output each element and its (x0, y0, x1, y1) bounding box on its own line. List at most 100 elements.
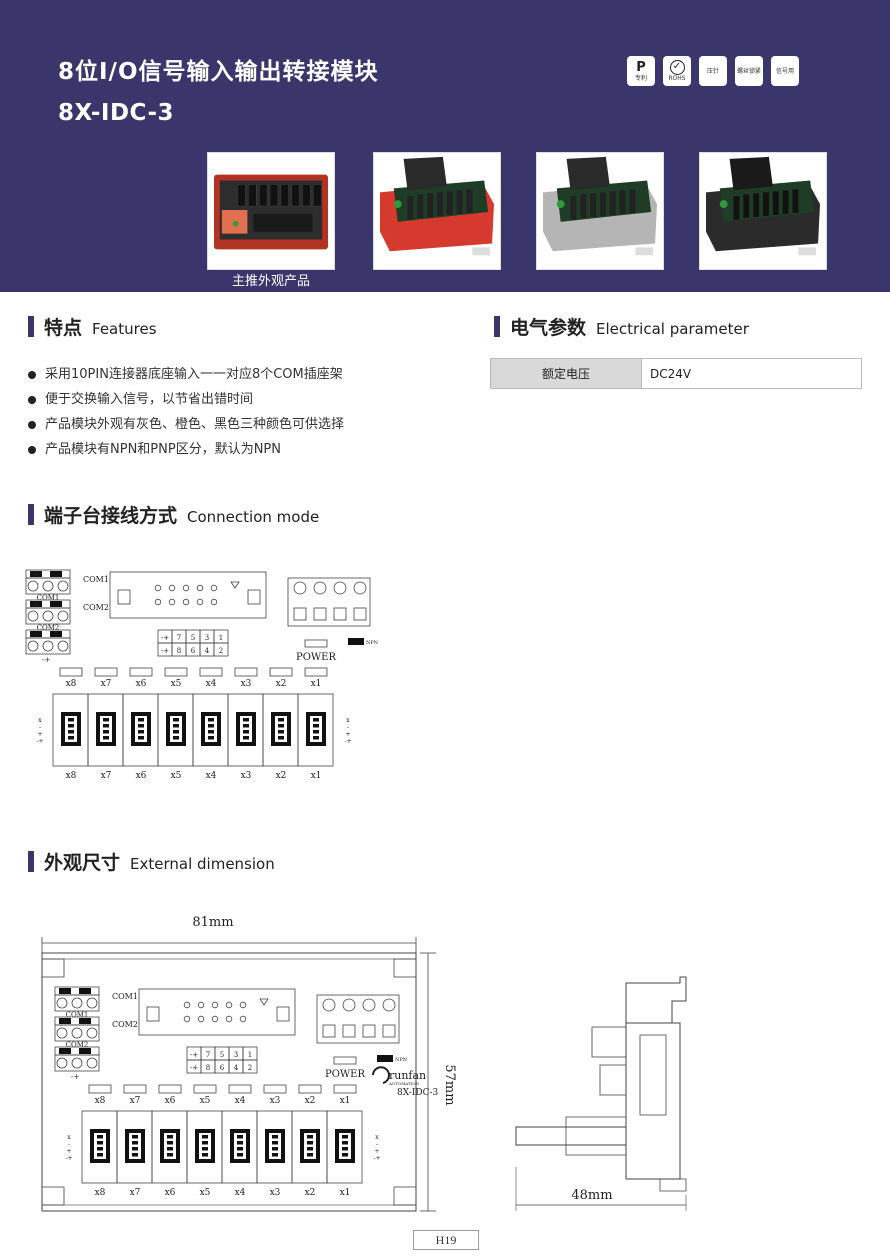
com2-label: COM2 (83, 603, 109, 612)
terminal-body (54, 1024, 100, 1042)
connector-pin (168, 584, 176, 592)
idc-connector (109, 571, 267, 619)
channel-label-bottom: x4 (206, 771, 217, 781)
pin-number: 2 (219, 647, 223, 655)
socket-pin (272, 1147, 278, 1151)
power-label: POWER (325, 1069, 366, 1080)
width-label: 81mm (192, 915, 233, 930)
pin-number: 1 (219, 634, 223, 642)
com1-label: COM1 (83, 575, 109, 584)
socket-pin (272, 1135, 278, 1139)
socket-pin (103, 736, 109, 740)
socket-window (310, 716, 322, 742)
socket-pin (138, 730, 144, 734)
socket-pin (237, 1147, 243, 1151)
power-led (333, 1056, 357, 1065)
pin-number: 4 (205, 647, 210, 655)
photo-caption: 主推外观产品 (231, 274, 310, 289)
side-terminal-slot (322, 1024, 336, 1038)
connector-pin (183, 1015, 191, 1023)
channel-label-top: x7 (130, 1096, 141, 1106)
screw-terminal (42, 610, 54, 622)
heading-bar (494, 316, 500, 337)
channel-led (158, 1084, 182, 1094)
pin-number: 6 (191, 647, 196, 655)
npn-label: NPN (366, 640, 379, 646)
side-view-cable (515, 1126, 627, 1146)
socket-pin (167, 1135, 173, 1139)
socket-pin (208, 730, 214, 734)
socket-window (164, 1133, 176, 1159)
terminal-com2-label: COM2 (37, 624, 60, 632)
connector-pin (182, 598, 190, 606)
channel-label-top: x1 (311, 679, 322, 689)
socket-pin (243, 718, 249, 722)
npn-switch (348, 638, 364, 645)
pin-number: -+ (161, 634, 169, 642)
side-terminal-screw (362, 998, 376, 1012)
channel-label-bottom: x1 (311, 771, 322, 781)
product-photo-black (699, 152, 827, 270)
socket-pin (243, 724, 249, 728)
socket-window (129, 1133, 141, 1159)
screw-terminal (57, 640, 69, 652)
pin-number: 4 (234, 1064, 239, 1072)
socket-pin (167, 1153, 173, 1157)
socket-pin (103, 718, 109, 722)
channel-label-bottom: x6 (165, 1188, 176, 1198)
table-row: 额定电压 DC24V (490, 358, 862, 389)
mounting-foot (41, 958, 65, 978)
screw-terminal (27, 610, 39, 622)
channel-label-bottom: x3 (241, 771, 252, 781)
side-terminal-slot (362, 1024, 376, 1038)
pin1-arrow (259, 998, 269, 1006)
side-terminal-screw (333, 581, 347, 595)
channel-label-top: x6 (165, 1096, 176, 1106)
pin-number: -+ (161, 647, 169, 655)
channel-led (269, 667, 293, 677)
channel-led (94, 667, 118, 677)
socket-pin (202, 1147, 208, 1151)
socket-pin (313, 730, 319, 734)
side-legend-left: - (39, 724, 41, 731)
depth-label: 48mm (571, 1188, 612, 1203)
channel-led (228, 1084, 252, 1094)
plus-marker (30, 631, 42, 637)
minus-marker (50, 571, 62, 577)
feature-item: 产品模块有NPN和PNP区分，默认为NPN (28, 437, 344, 462)
side-view-body (625, 1022, 681, 1180)
channel-label-top: x5 (171, 679, 182, 689)
socket-window (339, 1133, 351, 1159)
socket-pin (202, 1141, 208, 1145)
side-terminal-slot (353, 607, 367, 621)
mounting-foot (393, 1186, 417, 1206)
channel-led (59, 667, 83, 677)
socket-pin (208, 736, 214, 740)
com1-label: COM1 (112, 992, 138, 1001)
product-photo-orange (373, 152, 501, 270)
side-terminal-block (287, 577, 371, 627)
socket-pin (132, 1141, 138, 1145)
terminal-body (25, 607, 71, 625)
side-legend-right: x (346, 717, 350, 724)
plus-marker (59, 988, 71, 994)
side-legend-left: + (37, 731, 42, 738)
minus-marker (79, 1018, 91, 1024)
socket-pin (173, 718, 179, 722)
side-terminal-screw (322, 998, 336, 1012)
minus-marker (50, 631, 62, 637)
page-number: H19 (413, 1230, 479, 1250)
plus-label: + (33, 631, 39, 639)
connection-heading: 端子台接线方式 Connection mode (28, 501, 319, 528)
power-led (304, 639, 328, 648)
socket-pin (313, 724, 319, 728)
socket-pin (342, 1147, 348, 1151)
side-terminal-screw (313, 581, 327, 595)
channel-label-top: x2 (276, 679, 287, 689)
mounting-foot (41, 1186, 65, 1206)
socket-window (234, 1133, 246, 1159)
screw-terminal (42, 640, 54, 652)
